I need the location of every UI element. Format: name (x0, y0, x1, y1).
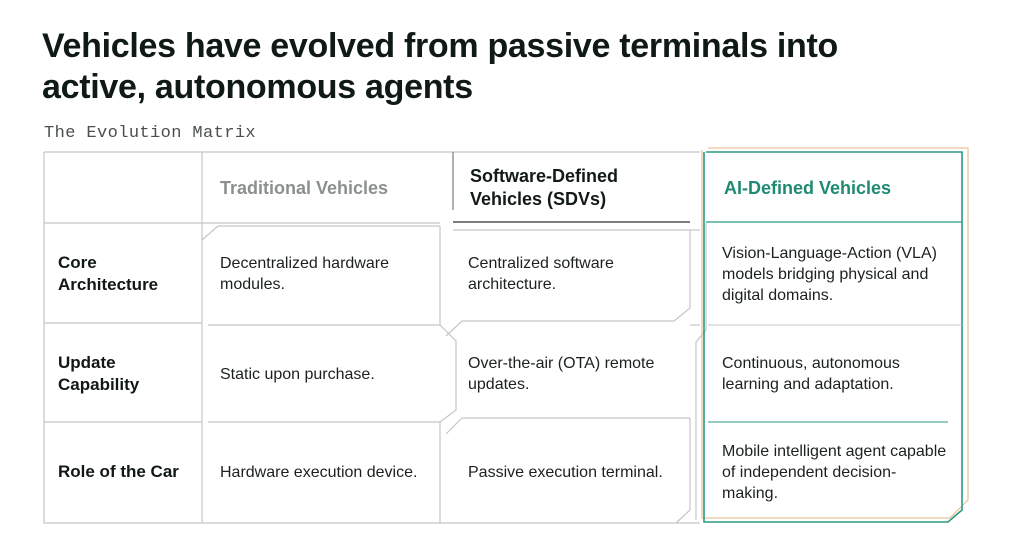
row-header-core-architecture: Core Architecture (58, 253, 159, 294)
column-header-traditional: Traditional Vehicles (220, 177, 389, 198)
cell-update-capability-traditional: Static upon purchase. (220, 365, 375, 383)
cell-role-sdv: Passive execution terminal. (468, 463, 663, 481)
page-title: Vehicles have evolved from passive termi… (42, 27, 838, 106)
row-header-update-capability: Update Capability (58, 353, 140, 394)
column-header-ai: AI-Defined Vehicles (724, 177, 892, 198)
cell-core-architecture-traditional: Decentralized hardware modules. (220, 255, 389, 293)
column-header-sdv: Software-Defined Vehicles (SDVs) (470, 166, 619, 209)
cell-update-capability-sdv: Over-the-air (OTA) remote updates. (468, 355, 655, 393)
cell-core-architecture-sdv: Centralized software architecture. (468, 255, 614, 293)
cell-role-ai: Mobile intelligent agent capable of inde… (722, 442, 947, 502)
row-header-role-of-the-car: Role of the Car (58, 462, 179, 481)
matrix-subtitle: The Evolution Matrix (44, 124, 257, 143)
cell-update-capability-ai: Continuous, autonomous learning and adap… (722, 355, 900, 393)
cell-core-architecture-ai: Vision-Language-Action (VLA) models brid… (722, 244, 937, 304)
cell-role-traditional: Hardware execution device. (220, 463, 418, 481)
